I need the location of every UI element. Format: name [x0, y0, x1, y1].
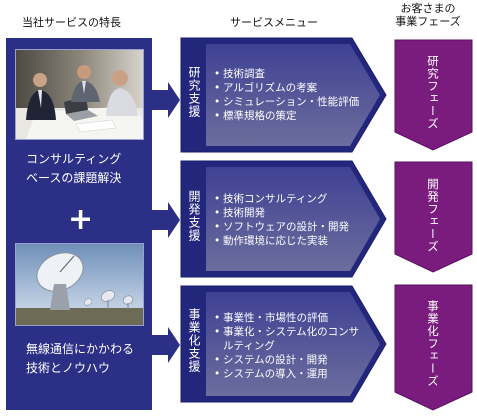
- research-service-items: 技術調査 アルゴリズムの考案 シミュレーション・性能評価 標準規格の策定: [214, 67, 374, 123]
- development-phase-label: 開発フェーズ: [426, 178, 440, 253]
- list-item: システムの設計・開発: [214, 353, 360, 367]
- list-item: シミュレーション・性能評価: [214, 95, 374, 109]
- development-service-items: 技術コンサルティング 技術開発 ソフトウェアの設計・開発 動作環境に応じた実装: [214, 192, 374, 248]
- list-item: アルゴリズムの考案: [214, 81, 374, 95]
- list-item: 事業化・システム化のコンサルティング: [214, 325, 360, 353]
- list-item: システムの導入・運用: [214, 367, 360, 381]
- business-phase-label: 事業化フェーズ: [426, 300, 440, 388]
- research-phase-label: 研究フェーズ: [426, 55, 440, 130]
- list-item: ソフトウェアの設計・開発: [214, 220, 374, 234]
- development-service-label: 開発支援: [187, 190, 201, 242]
- list-item: 技術開発: [214, 206, 374, 220]
- research-service-label: 研究支援: [187, 66, 201, 118]
- list-item: 事業性・市場性の評価: [214, 311, 360, 325]
- list-item: 動作環境に応じた実装: [214, 234, 374, 248]
- list-item: 技術調査: [214, 67, 374, 81]
- business-service-items: 事業性・市場性の評価 事業化・システム化のコンサルティング システムの設計・開発…: [214, 311, 360, 381]
- list-item: 技術コンサルティング: [214, 192, 374, 206]
- list-item: 標準規格の策定: [214, 109, 374, 123]
- business-service-label: 事業化支援: [187, 308, 201, 373]
